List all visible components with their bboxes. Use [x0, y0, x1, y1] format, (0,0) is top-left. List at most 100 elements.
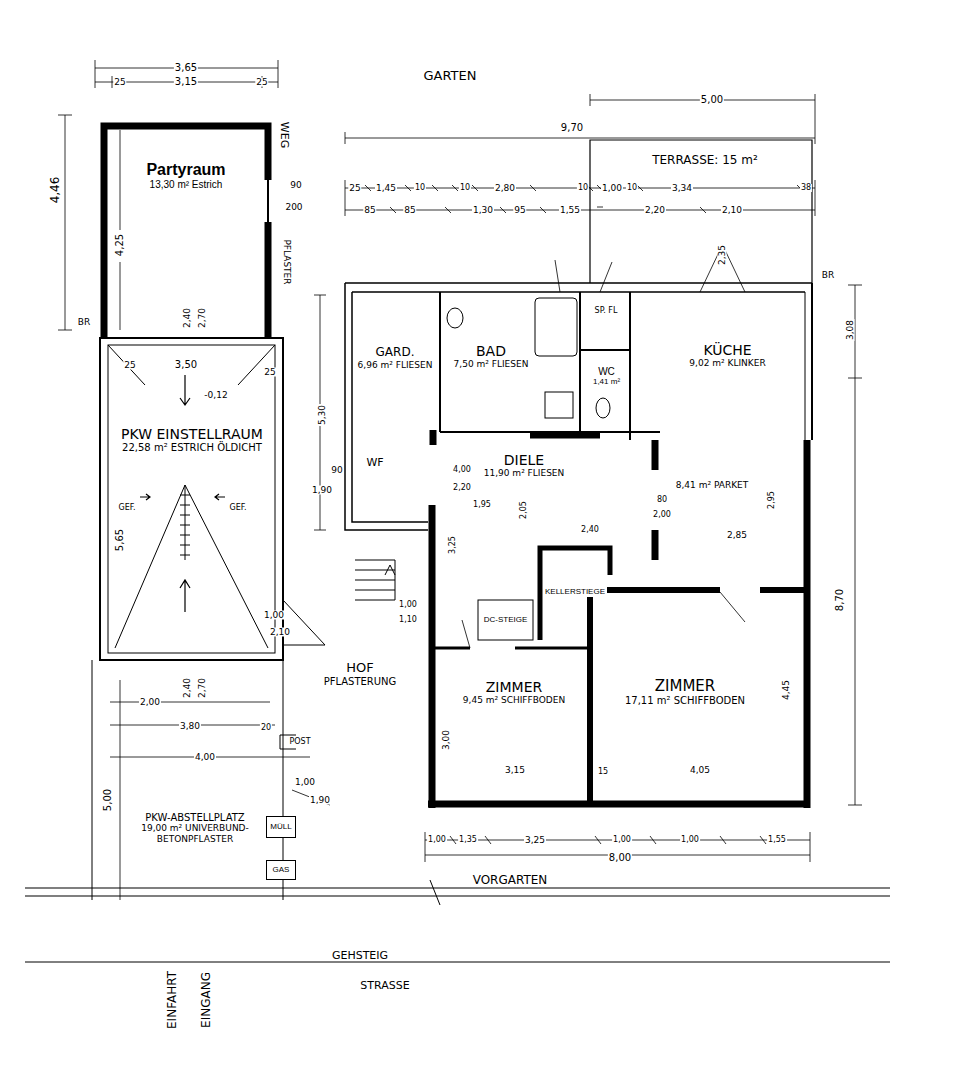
- toilet: [596, 398, 610, 418]
- area-label: STRASSE: [359, 980, 410, 991]
- room-name: KELLERSTIEGE: [543, 587, 607, 596]
- shaft-outline: [478, 600, 533, 640]
- area-label: WEG: [279, 121, 290, 149]
- dimension-label: 1,00: [398, 601, 418, 609]
- dimension-label: 1,95: [472, 501, 492, 509]
- dimension-label: 20: [260, 724, 272, 732]
- room-area: TERRASSE: 15 m²: [610, 148, 800, 174]
- dimension-label: 3,08: [846, 319, 855, 341]
- room-details: 9,02 m² KLINKER: [687, 358, 767, 368]
- room-details: 7,50 m² FLIESEN: [452, 359, 531, 369]
- area-label: GEF.: [228, 504, 247, 512]
- garage-door-swing: [283, 600, 325, 645]
- dimension-label: 3,15: [504, 766, 526, 775]
- dimension-label: 200: [284, 203, 303, 212]
- washbasin: [447, 308, 463, 328]
- dimension-line: [345, 94, 815, 216]
- dimension-label: 3,15: [174, 77, 198, 87]
- dimension-line: [110, 295, 330, 900]
- dimension-line: [58, 60, 278, 330]
- utility-box: GAS: [266, 860, 296, 880]
- dimension-label: 2,20: [644, 206, 666, 215]
- interior-wall: [440, 292, 660, 440]
- door-swing: [462, 250, 745, 648]
- dimension-label: 95: [513, 206, 526, 215]
- dimension-label: 1,00: [612, 836, 632, 844]
- room-area: ZIMMER17,11 m² SCHIFFBODEN: [600, 668, 770, 716]
- room-area: WC1,41 m²: [584, 356, 629, 396]
- house-wall: [805, 292, 806, 440]
- dimension-label: 8,00: [608, 853, 632, 863]
- room-name: PKW-ABSTELLPLATZ: [143, 812, 246, 824]
- room-details: 19,00 m² UNIVERBUND-BETONPFLASTER: [124, 823, 266, 844]
- room-name: MÜLL: [268, 822, 293, 831]
- room-name: KÜCHE: [701, 342, 753, 358]
- dimension-label: 1,00: [601, 184, 623, 193]
- dimension-label: 25: [123, 361, 136, 370]
- dimension-label: 2,00: [139, 698, 161, 707]
- area-label: EINGANG: [200, 971, 212, 1029]
- house-wall: [811, 283, 813, 440]
- room-area: PKW-ABSTELLPLATZ19,00 m² UNIVERBUND-BETO…: [124, 778, 266, 878]
- room-details: 22,58 m² ESTRICH ÖLDICHT: [120, 442, 264, 454]
- area-label: GARTEN: [423, 69, 478, 82]
- area-label: BR: [821, 271, 835, 280]
- garage-wall: [100, 338, 283, 660]
- dimension-label: 2,40: [183, 677, 192, 699]
- room-name: Partyraum: [144, 161, 227, 179]
- room-area: 8,41 m² PARKET: [662, 470, 762, 500]
- dimension-label: 1,90: [311, 486, 333, 495]
- dimension-label: 4,00: [452, 466, 472, 474]
- dimension-label: 1,90: [309, 796, 331, 805]
- house-wall: [428, 440, 810, 808]
- dimension-label: 10: [414, 184, 426, 192]
- room-area: GARD.6,96 m² FLIESEN: [354, 332, 437, 384]
- room-name: BAD: [474, 343, 508, 359]
- room-area: KELLERSTIEGE: [541, 580, 609, 604]
- dimension-label: 3,34: [671, 184, 693, 193]
- room-area: DIELE11,90 m² FLIESEN: [478, 440, 570, 490]
- room-area: KÜCHE9,02 m² KLINKER: [665, 330, 790, 380]
- dimension-label: 2,40: [580, 526, 600, 534]
- room-name: PKW EINSTELLRAUM: [119, 426, 265, 442]
- plan-lines: [25, 60, 890, 962]
- party-room-wall: [104, 126, 268, 338]
- dimension-label: 2,70: [198, 677, 207, 699]
- entrance-stairs: [355, 560, 395, 600]
- dimension-label: 1,45: [375, 184, 397, 193]
- room-name: DIELE: [502, 452, 546, 468]
- dimension-label: 2,80: [494, 184, 516, 193]
- dimension-label: 5,00: [103, 788, 113, 812]
- area-label: POST: [288, 738, 311, 746]
- area-label: GEF.: [117, 504, 136, 512]
- room-area: PKW EINSTELLRAUM22,58 m² ESTRICH ÖLDICHT: [112, 408, 272, 472]
- dimension-label: 2,20: [452, 484, 472, 492]
- dimension-label: 90: [330, 466, 343, 475]
- dimension-label: 10: [459, 184, 471, 192]
- room-name: WC: [596, 366, 617, 378]
- dimension-label: 2,35: [718, 244, 727, 266]
- room-area: Partyraum13,30 m² Estrich: [110, 148, 262, 203]
- dimension-label: 5,00: [700, 95, 724, 105]
- dimension-label: 2,00: [652, 511, 672, 519]
- area-label: WF: [365, 457, 384, 468]
- drain-hatch: [180, 485, 190, 560]
- party-room-window: [267, 180, 269, 222]
- dimension-label: 1,00: [427, 836, 447, 844]
- room-name: ZIMMER: [484, 679, 544, 695]
- parking-boundary: [92, 660, 283, 900]
- room-area: ZIMMER9,45 m² SCHIFFBODEN: [440, 668, 588, 716]
- dimension-label: 5,65: [115, 528, 125, 552]
- dimension-line: [425, 285, 862, 862]
- street-line: [25, 880, 890, 962]
- dimension-label: 85: [403, 206, 416, 215]
- dimension-label: 25: [113, 78, 126, 87]
- dimension-label: 10: [577, 184, 589, 192]
- property-line: [25, 888, 890, 896]
- dimension-label: 1,55: [559, 206, 581, 215]
- garage-slope-line: [108, 345, 275, 648]
- room-name: SP. FL: [593, 306, 620, 315]
- room-name: GARD.: [374, 346, 417, 360]
